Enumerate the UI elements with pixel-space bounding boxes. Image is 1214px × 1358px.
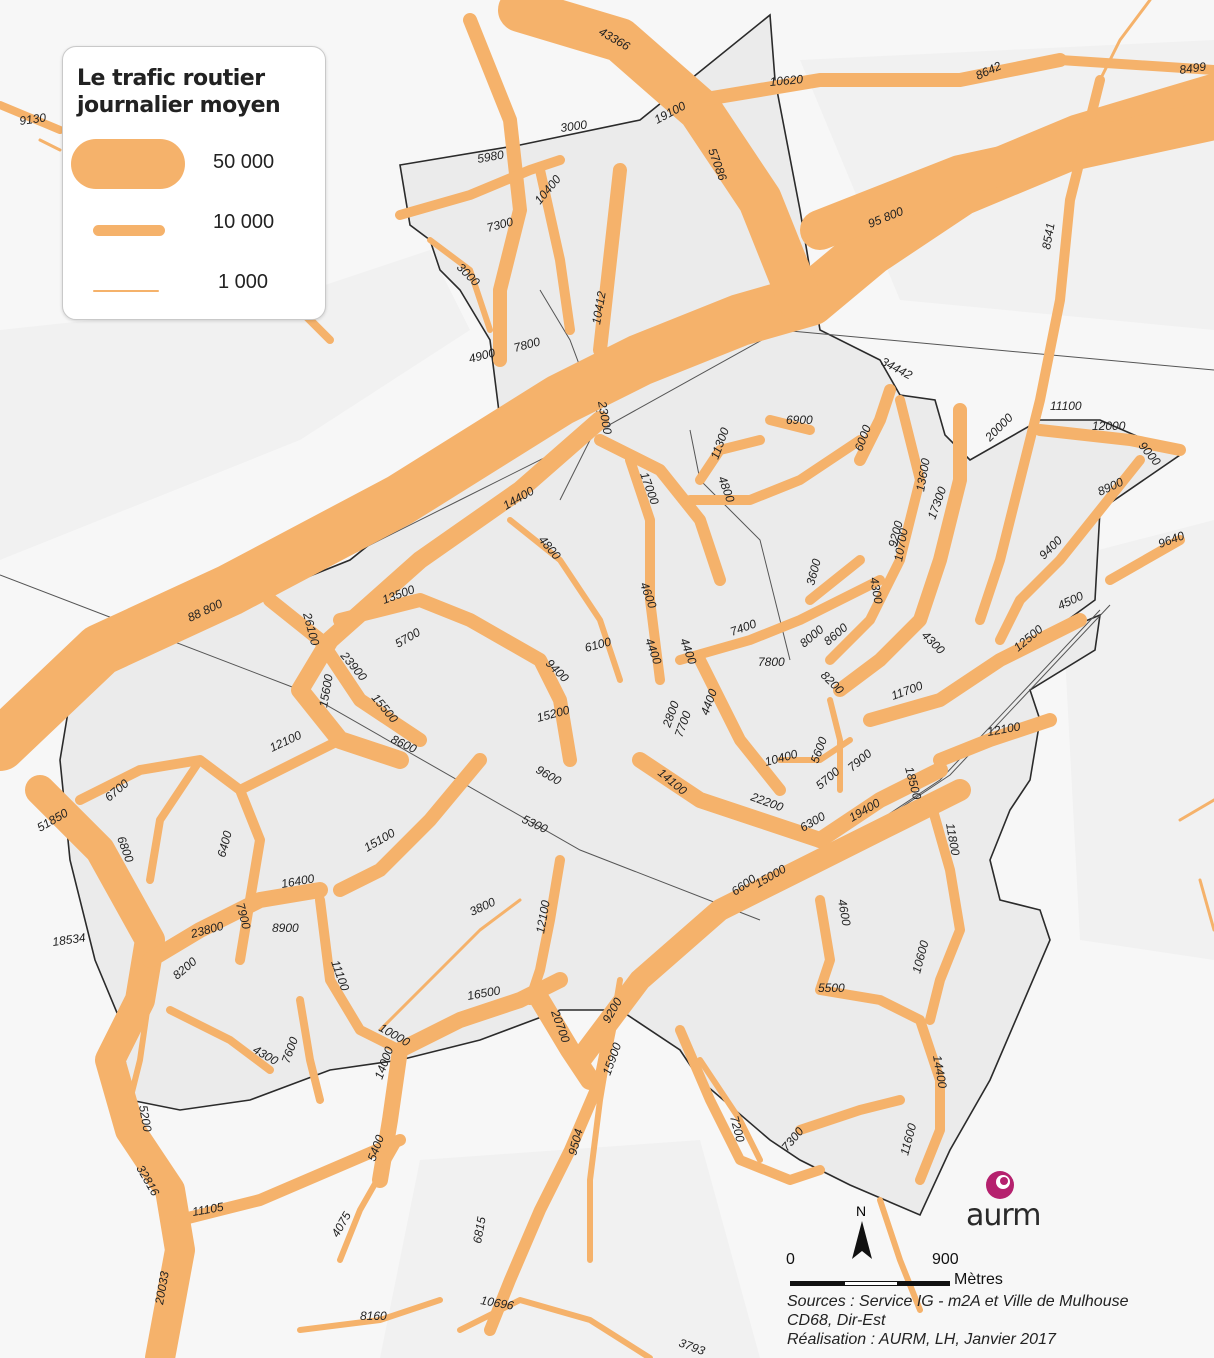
scale-start: 0: [786, 1251, 795, 1268]
road-label: 16500: [466, 983, 502, 1003]
legend: Le trafic routier journalier moyen 50 00…: [62, 46, 326, 320]
road-label: 13600: [913, 457, 933, 493]
scale-segment-2: [844, 1281, 898, 1286]
road-label: 8499: [1178, 59, 1207, 77]
road-label: 6815: [470, 1215, 488, 1244]
road-label: 5500: [818, 981, 845, 995]
road-label: 18534: [51, 930, 86, 949]
road-label: 23000: [595, 399, 615, 436]
legend-swatch-large: [71, 139, 185, 189]
road-label: 12100: [986, 719, 1022, 739]
scale-bar: 0 900 Mètres: [786, 1251, 1020, 1295]
road-label: 7300: [485, 214, 515, 235]
road-label: 11100: [1050, 399, 1082, 413]
road-label: 10620: [769, 72, 804, 89]
road-label: 11800: [943, 822, 962, 857]
legend-label-50000: 50 000: [213, 151, 275, 173]
road-label: 9504: [565, 1127, 586, 1157]
road-label: 5980: [476, 147, 505, 165]
road-label: 10700: [891, 527, 911, 563]
road-label: 3600: [803, 557, 824, 587]
logo-text: aurm: [966, 1198, 1041, 1233]
road-label: 8160: [360, 1309, 387, 1323]
road-label: 20033: [152, 1270, 172, 1307]
north-arrow: N: [848, 1203, 878, 1263]
legend-title-line1: Le trafic routier: [77, 66, 265, 91]
legend-label-10000: 10 000: [213, 211, 275, 233]
road-label: 14400: [930, 1054, 950, 1090]
road-label: 5200: [136, 1104, 154, 1133]
road-label: 12100: [533, 899, 553, 935]
road-label: 10412: [589, 290, 609, 326]
legend-title: Le trafic routier journalier moyen: [77, 65, 281, 119]
legend-label-1000: 1 000: [218, 271, 269, 293]
road-label: 8541: [1039, 222, 1057, 251]
road-label: 11105: [191, 1200, 225, 1219]
road-label: 4300: [867, 576, 885, 605]
road-label: 7200: [727, 1114, 748, 1144]
legend-row-10000: 10 000: [63, 197, 325, 257]
road-label: 6100: [583, 634, 613, 655]
credits-sources: Sources : Service IG - m2A et Ville de M…: [787, 1293, 1129, 1310]
credits-production: Réalisation : AURM, LH, Janvier 2017: [787, 1331, 1056, 1348]
scale-segment-3: [898, 1281, 950, 1286]
road-label: 7800: [512, 334, 542, 355]
road-label: 4600: [835, 898, 853, 927]
legend-swatch-medium: [93, 225, 165, 236]
scale-end: 900: [932, 1251, 959, 1268]
legend-title-line2: journalier moyen: [77, 93, 281, 118]
legend-swatch-small: [93, 290, 159, 292]
road-label: 6900: [786, 413, 813, 427]
credits: Sources : Service IG - m2A et Ville de M…: [787, 1292, 1128, 1349]
road-label: 15600: [316, 673, 336, 709]
road-label: 6400: [214, 829, 235, 859]
road-label: 9200: [885, 519, 906, 549]
north-label: N: [856, 1203, 867, 1219]
logo-mark-icon: [986, 1171, 1014, 1199]
road-label: 16400: [280, 871, 316, 891]
road-label: 3000: [559, 117, 588, 135]
road-label: 7800: [758, 655, 785, 669]
credits-sources-2: CD68, Dir-Est: [787, 1312, 886, 1329]
legend-row-1000: 1 000: [63, 257, 325, 317]
road-label: 8900: [272, 921, 299, 935]
aurm-logo: aurm: [962, 1168, 1052, 1238]
road-label: 12000: [1092, 419, 1126, 433]
legend-row-50000: 50 000: [63, 137, 325, 197]
north-arrow-icon: [852, 1221, 872, 1259]
road-label: 10696: [479, 1293, 515, 1313]
road-label: 7900: [233, 901, 254, 931]
road-label: 4900: [467, 345, 497, 366]
scale-segment-1: [790, 1281, 844, 1286]
scale-unit: Mètres: [954, 1271, 1003, 1288]
road-label: 9130: [18, 110, 47, 128]
